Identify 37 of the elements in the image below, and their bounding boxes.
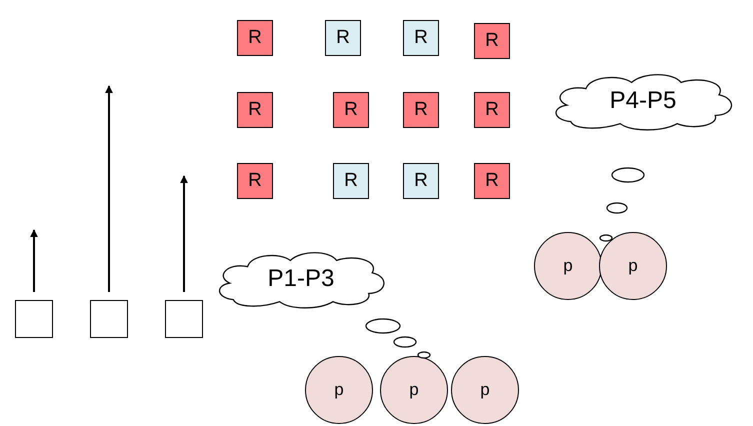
node-label: R xyxy=(336,27,350,49)
node-label: R xyxy=(414,170,428,192)
square-tile xyxy=(474,92,510,128)
empty-square xyxy=(15,300,53,338)
node-label: R xyxy=(344,170,358,192)
square-tile xyxy=(474,23,510,59)
node-label: p xyxy=(563,256,573,276)
square-tile xyxy=(333,163,369,199)
square-tile xyxy=(333,92,369,128)
node-label: R xyxy=(414,27,428,49)
square-tile xyxy=(237,92,273,128)
node-label: p xyxy=(409,380,419,400)
arrow xyxy=(180,175,188,292)
node-label: R xyxy=(414,99,428,121)
square-tile xyxy=(474,163,510,199)
node-label: p xyxy=(334,380,344,400)
arrow xyxy=(30,229,38,292)
square-tile xyxy=(403,20,439,56)
square-tile xyxy=(403,163,439,199)
node-label: R xyxy=(485,99,499,121)
empty-square xyxy=(165,300,203,338)
node-label: R xyxy=(248,27,262,49)
square-tile xyxy=(325,20,361,56)
square-tile xyxy=(403,92,439,128)
empty-square xyxy=(90,300,128,338)
node-label: R xyxy=(248,99,262,121)
node-label: R xyxy=(248,170,262,192)
node-label: R xyxy=(485,170,499,192)
square-tile xyxy=(237,20,273,56)
cloud-label: P4-P5 xyxy=(610,87,676,115)
arrow xyxy=(105,85,113,292)
node-label: p xyxy=(480,380,490,400)
square-tile xyxy=(237,163,273,199)
cloud-label: P1-P3 xyxy=(268,265,334,293)
node-label: R xyxy=(485,30,499,52)
node-label: p xyxy=(628,256,638,276)
node-label: R xyxy=(344,99,358,121)
